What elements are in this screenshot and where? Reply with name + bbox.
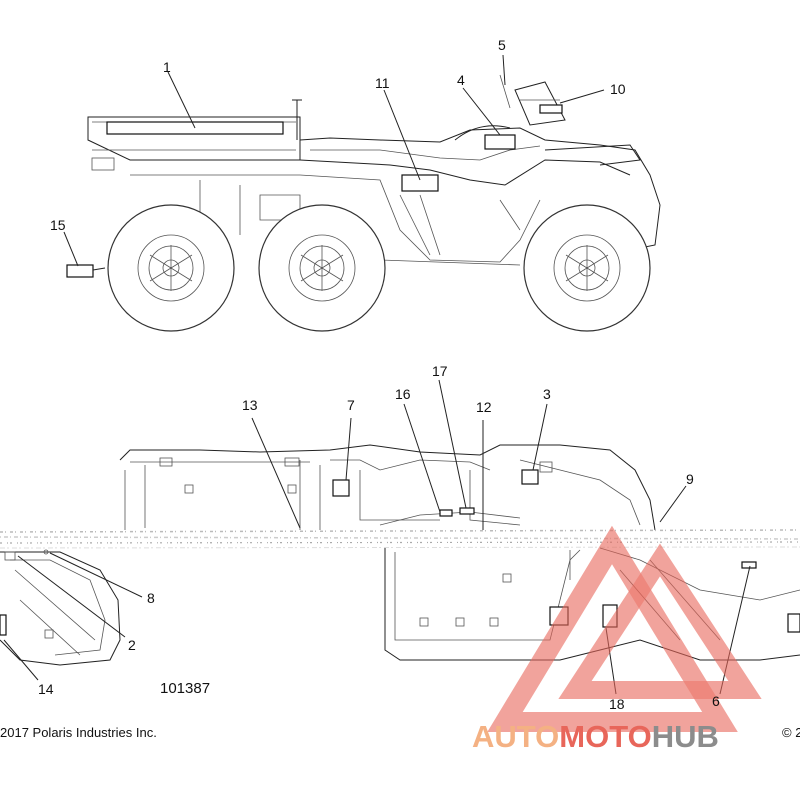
copyright-text: 2017 Polaris Industries Inc.	[0, 725, 157, 740]
callout-18: 18	[609, 696, 625, 712]
drawing-number: 101387	[160, 680, 211, 697]
callout-2: 2	[128, 637, 136, 653]
underside-view-left	[0, 549, 143, 681]
callout-17: 17	[432, 363, 448, 379]
front-wheel	[523, 204, 651, 332]
decal-16	[439, 509, 453, 517]
decal-10	[539, 104, 563, 114]
callout-10: 10	[610, 81, 626, 97]
decal-15	[66, 264, 94, 278]
callout-labels: 1 5 10 11 4 15 17 16 12 3 13 7 9 8 2 14 …	[38, 37, 720, 712]
callout-9: 9	[686, 471, 694, 487]
vehicle-side-view	[63, 54, 661, 332]
callout-6: 6	[712, 693, 720, 709]
callout-12: 12	[476, 399, 492, 415]
callout-15: 15	[50, 217, 66, 233]
callout-7: 7	[347, 397, 355, 413]
watermark-brand-text: AUTOMOTOHUB	[472, 719, 719, 755]
callout-3: 3	[543, 386, 551, 402]
scan-noise-band	[0, 529, 800, 549]
callout-4: 4	[457, 72, 465, 88]
watermark-part-auto: AUTO	[472, 719, 560, 754]
callout-14: 14	[38, 681, 54, 697]
decal-11	[401, 174, 439, 192]
decal-17	[459, 507, 475, 515]
callout-13: 13	[242, 397, 258, 413]
vehicle-top-view	[119, 379, 687, 531]
rear-wheel-1	[107, 204, 235, 332]
callout-11: 11	[375, 75, 390, 91]
decal-4	[484, 134, 516, 150]
callout-8: 8	[147, 590, 155, 606]
callout-5: 5	[498, 37, 506, 53]
watermark-part-hub: HUB	[651, 719, 719, 754]
decal-6	[741, 561, 757, 569]
watermark-logo	[487, 525, 762, 732]
rear-wheel-2	[258, 204, 386, 332]
callout-1: 1	[163, 59, 171, 75]
copyright-text-cut: © 2	[782, 725, 800, 740]
decal-7	[332, 479, 350, 497]
watermark-part-moto: MOTO	[559, 719, 652, 754]
callout-16: 16	[395, 386, 411, 402]
decal-3	[521, 469, 539, 485]
